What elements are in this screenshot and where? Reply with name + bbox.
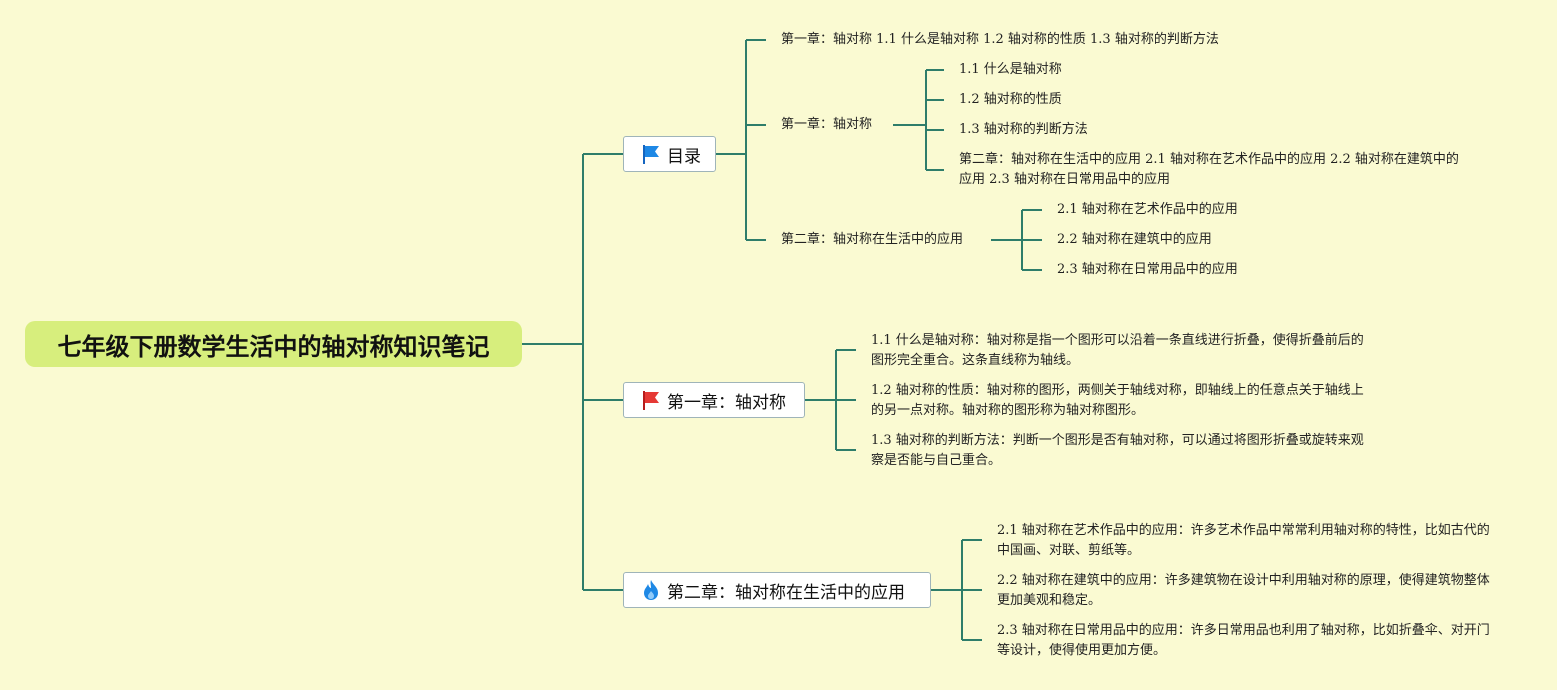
chapter2-item[interactable]: 2.3 轴对称在日常用品中的应用：许多日常用品也利用了轴对称，比如折叠伞、对开门… [997,623,1490,658]
topic-toc-label: 目录 [667,146,701,167]
toc-ch1-label[interactable]: 第一章：轴对称 [781,117,873,132]
blue-flag-icon [640,143,662,165]
red-flag-icon [640,389,662,411]
toc-ch1-item[interactable]: 1.3 轴对称的判断方法 [959,122,1088,137]
toc-ch2-item[interactable]: 2.3 轴对称在日常用品中的应用 [1057,262,1238,277]
topic-toc[interactable]: 目录 [623,136,716,172]
topic-chapter2[interactable]: 第二章：轴对称在生活中的应用 [623,572,931,608]
toc-ch2-label[interactable]: 第二章：轴对称在生活中的应用 [781,232,964,247]
toc-ch1-item[interactable]: 1.1 什么是轴对称 [959,62,1062,77]
topic-chapter1[interactable]: 第一章：轴对称 [623,382,805,418]
root-topic[interactable]: 七年级下册数学生活中的轴对称知识笔记 [25,321,522,367]
toc-line1[interactable]: 第一章：轴对称 1.1 什么是轴对称 1.2 轴对称的性质 1.3 轴对称的判断… [781,32,1219,47]
toc-ch2-item[interactable]: 2.2 轴对称在建筑中的应用 [1057,232,1212,247]
toc-ch1-summary[interactable]: 第二章：轴对称在生活中的应用 2.1 轴对称在艺术作品中的应用 2.2 轴对称在… [959,152,1459,187]
chapter1-item[interactable]: 1.2 轴对称的性质：轴对称的图形，两侧关于轴线对称，即轴线上的任意点关于轴线上… [871,383,1364,418]
toc-ch2-item[interactable]: 2.1 轴对称在艺术作品中的应用 [1057,202,1238,217]
chapter2-item[interactable]: 2.1 轴对称在艺术作品中的应用：许多艺术作品中常常利用轴对称的特性，比如古代的… [997,523,1490,558]
toc-ch1-item[interactable]: 1.2 轴对称的性质 [959,92,1062,107]
topic-chapter1-label: 第一章：轴对称 [667,392,786,413]
chapter1-item[interactable]: 1.3 轴对称的判断方法：判断一个图形是否有轴对称，可以通过将图形折叠或旋转来观… [871,433,1364,468]
chapter2-item[interactable]: 2.2 轴对称在建筑中的应用：许多建筑物在设计中利用轴对称的原理，使得建筑物整体… [997,573,1490,608]
chapter1-item[interactable]: 1.1 什么是轴对称：轴对称是指一个图形可以沿着一条直线进行折叠，使得折叠前后的… [871,333,1364,368]
fire-icon [640,579,662,601]
topic-chapter2-label: 第二章：轴对称在生活中的应用 [667,582,905,603]
